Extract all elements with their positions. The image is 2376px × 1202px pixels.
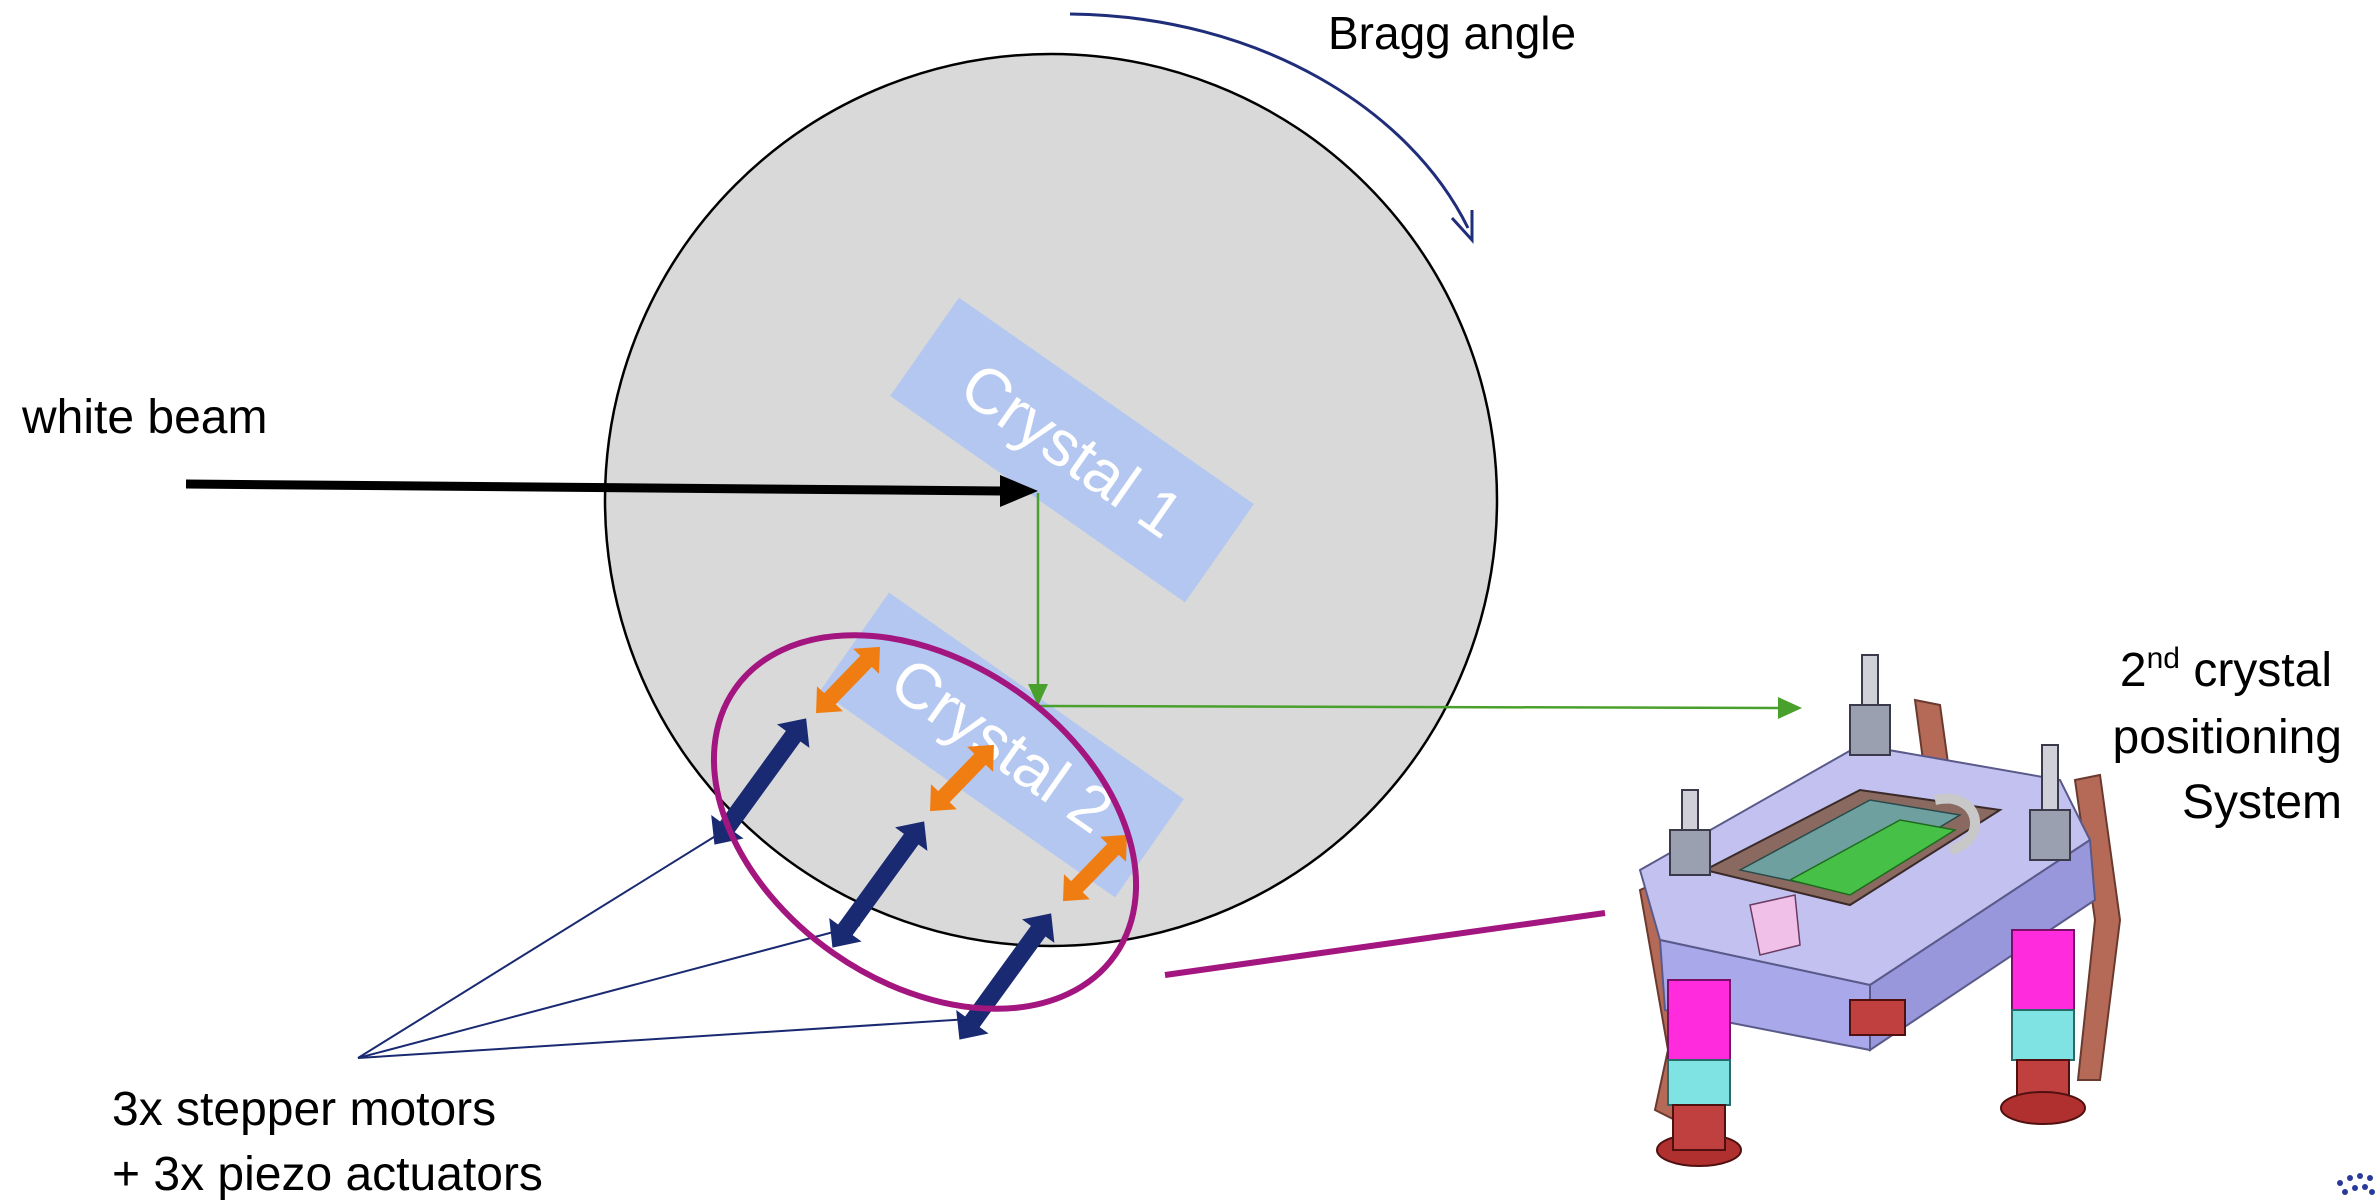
stepper-arrow-2 bbox=[829, 821, 928, 948]
actuators-caption-line1: 3x stepper motors bbox=[112, 1083, 496, 1136]
piezo-arrow-2 bbox=[930, 744, 994, 812]
white-beam-arrow bbox=[185, 475, 1038, 507]
bragg-angle-arrow bbox=[1069, 12, 1474, 244]
piezo-arrows bbox=[816, 646, 1127, 902]
positioning-caption-line1: 2nd crystal bbox=[2120, 642, 2332, 697]
positioning-caption-line3: System bbox=[2182, 776, 2342, 829]
actuators-caption-line2: + 3x piezo actuators bbox=[112, 1148, 543, 1201]
white-beam-label: white beam bbox=[21, 391, 267, 444]
crystal-positioning-device-illustration bbox=[1638, 654, 2122, 1167]
actuator-highlight-ellipse bbox=[710, 632, 1140, 1012]
bragg-angle-label: Bragg angle bbox=[1328, 7, 1576, 59]
positioning-caption-line2: positioning bbox=[2113, 711, 2343, 764]
piezo-arrow-1 bbox=[816, 646, 880, 714]
piezo-arrow-3 bbox=[1063, 834, 1127, 902]
device-connector-line bbox=[1164, 910, 1606, 978]
actuator-callout-lines bbox=[357, 826, 986, 1059]
institute-logo-icon bbox=[2337, 1173, 2375, 1195]
diffracted-beam bbox=[1028, 493, 1802, 719]
stepper-arrow-1 bbox=[711, 718, 810, 845]
